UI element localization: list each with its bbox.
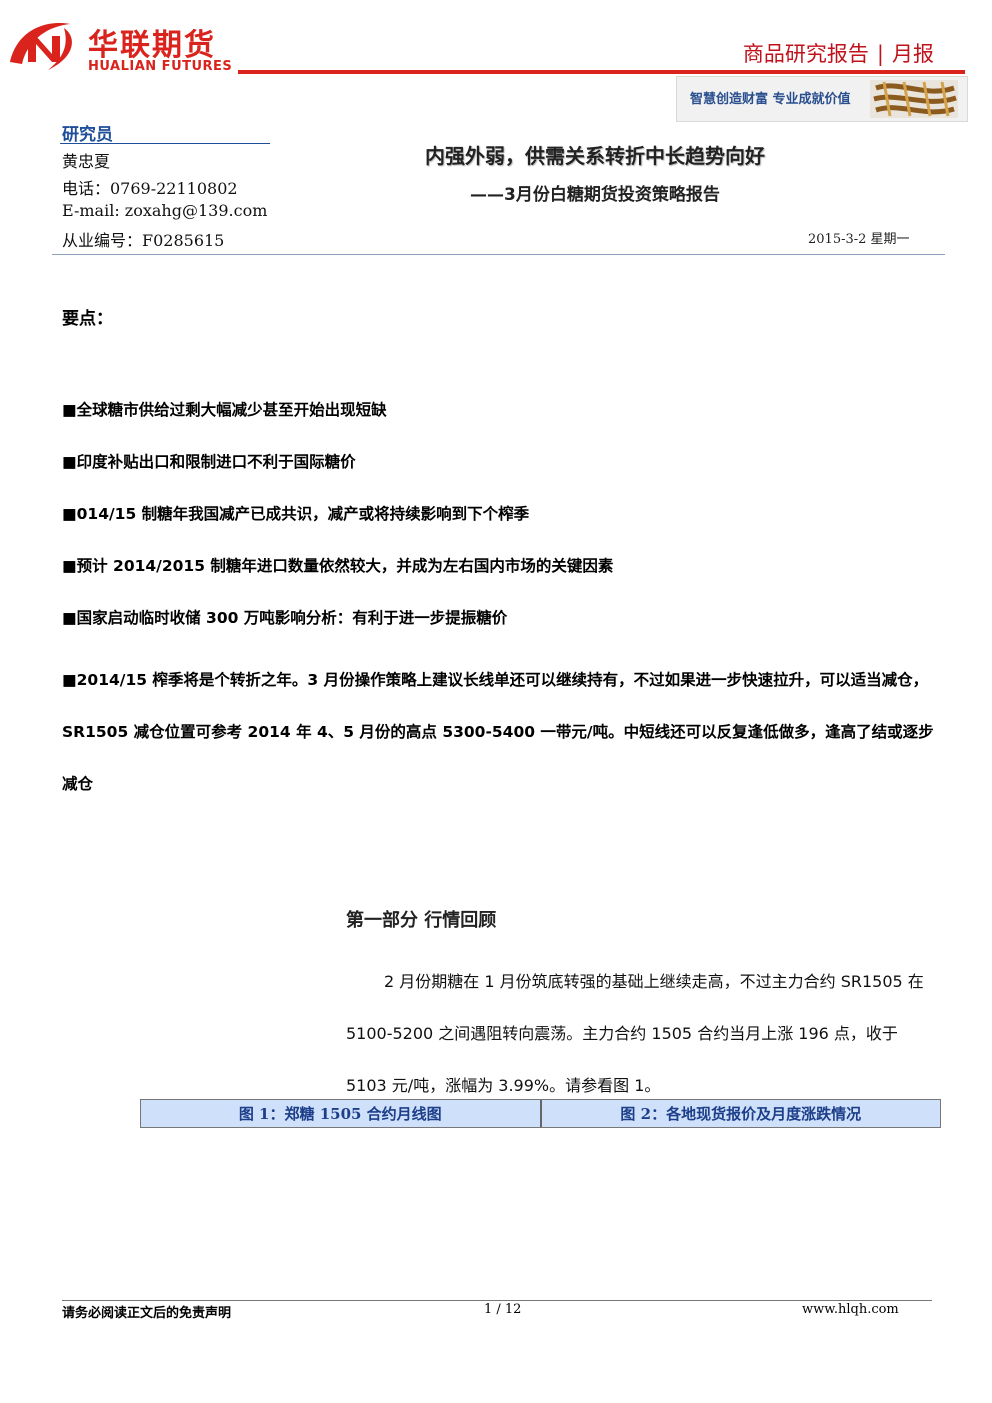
- weave-decoration-icon: [870, 80, 958, 118]
- researcher-email: E-mail: zoxahg@139.com: [62, 201, 268, 220]
- report-subtitle: ——3月份白糖期货投资策略报告: [470, 185, 720, 205]
- researcher-label: 研究员: [62, 125, 113, 145]
- header-divider: [52, 254, 945, 255]
- section-paragraph: 2 月份期糖在 1 月份筑底转强的基础上继续走高，不过主力合约 SR1505 在…: [346, 972, 924, 1095]
- footer-disclaimer: 请务必阅读正文后的免责声明: [62, 1306, 232, 1321]
- key-point: ■印度补贴出口和限制进口不利于国际糖价: [62, 453, 356, 471]
- brand-name-en: HUALIAN FUTURES: [88, 59, 233, 74]
- key-point-strategy: ■2014/15 榨季将是个转折之年。3 月份操作策略上建议长线单还可以继续持有…: [62, 671, 934, 793]
- separator: |: [876, 42, 884, 66]
- report-frequency: 月报: [892, 42, 934, 66]
- key-points-title: 要点：: [62, 309, 113, 329]
- section-title: 第一部分 行情回顾: [346, 910, 497, 931]
- figure-1-caption: 图 1：郑糖 1505 合约月线图: [238, 1105, 442, 1123]
- researcher-license: 从业编号：F0285615: [62, 231, 225, 250]
- report-date: 2015-3-2 星期一: [808, 232, 910, 247]
- report-title: 内强外弱，供需关系转折中长趋势向好: [425, 144, 765, 168]
- figure-caption-table: 图 1：郑糖 1505 合约月线图 图 2：各地现货报价及月度涨跌情况: [140, 1099, 941, 1128]
- hualian-n-logo-icon: [10, 23, 72, 70]
- key-point: ■国家启动临时收储 300 万吨影响分析：有利于进一步提振糖价: [62, 609, 508, 627]
- footer-website: www.hlqh.com: [802, 1302, 899, 1317]
- footer-rule: [62, 1300, 932, 1301]
- page-number: 1 / 12: [484, 1302, 522, 1317]
- researcher-name: 黄忠夏: [62, 152, 111, 171]
- key-point: ■014/15 制糖年我国减产已成共识，减产或将持续影响到下个榨季: [62, 505, 530, 523]
- report-type: 商品研究报告 | 月报: [743, 38, 934, 68]
- slogan-text: 智慧创造财富 专业成就价值: [690, 92, 851, 107]
- researcher-rule: [60, 143, 270, 144]
- report-category: 商品研究报告: [742, 42, 869, 66]
- researcher-phone: 电话：0769-22110802: [62, 179, 238, 198]
- key-point: ■全球糖市供给过剩大幅减少甚至开始出现短缺: [62, 401, 387, 419]
- figure-2-caption: 图 2：各地现货报价及月度涨跌情况: [539, 1100, 941, 1127]
- key-point: ■预计 2014/2015 制糖年进口数量依然较大，并成为左右国内市场的关键因素: [62, 557, 614, 575]
- header-rule: [238, 70, 965, 74]
- brand-name-cn: 华联期货: [88, 28, 216, 63]
